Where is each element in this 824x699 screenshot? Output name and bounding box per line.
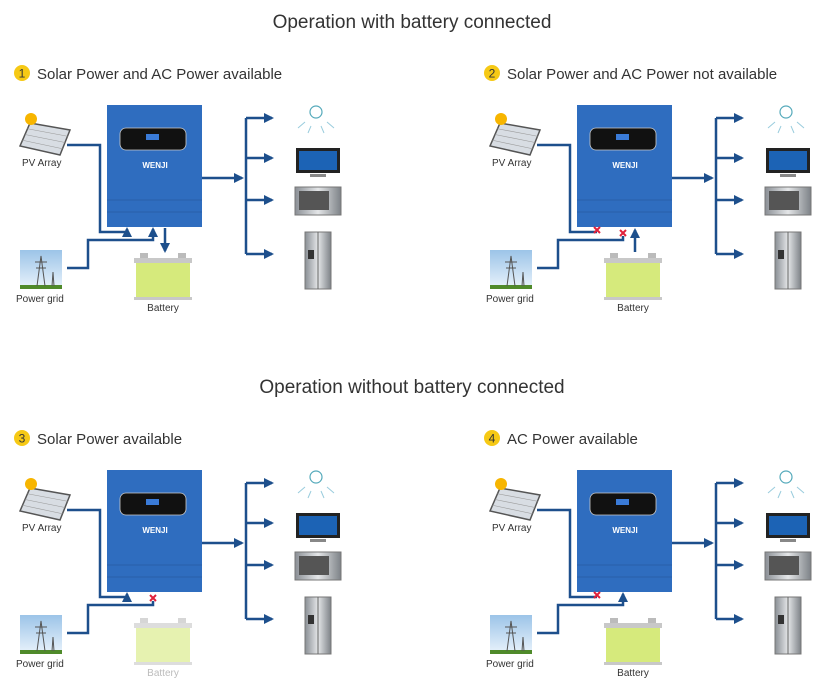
pv-array-label: PV Array (492, 158, 531, 169)
panel-title: Solar Power and AC Power available (37, 66, 282, 83)
light-bulb-icon (767, 105, 805, 134)
number-badge (14, 65, 30, 81)
inverter: WENJI (107, 105, 202, 227)
inverter-body (577, 105, 672, 227)
panel-title: AC Power available (507, 431, 638, 448)
power-grid-icon (490, 615, 532, 654)
lcd-screen (146, 499, 159, 505)
battery-icon (604, 618, 662, 665)
pv-flow-line (537, 508, 597, 599)
sun-icon (495, 113, 507, 125)
blocked-x-icon (593, 591, 601, 599)
lcd-screen (146, 134, 159, 140)
pv-array-label: PV Array (22, 523, 61, 534)
microwave-icon (764, 186, 812, 216)
badge-number: 3 (19, 432, 26, 446)
battery-icon (134, 618, 192, 665)
battery-label: Battery (147, 668, 179, 679)
battery-icon (134, 253, 192, 300)
lcd-screen (616, 499, 629, 505)
grid-flow-line (537, 236, 625, 270)
number-badge (14, 430, 30, 446)
refrigerator-icon (304, 231, 332, 290)
power-grid-icon (20, 615, 62, 654)
pv-array-label: PV Array (492, 523, 531, 534)
power-grid-label: Power grid (16, 659, 64, 670)
light-bulb-icon (297, 470, 335, 499)
grid-flow-line (67, 227, 158, 270)
microwave-icon (764, 551, 812, 581)
power-grid-label: Power grid (486, 659, 534, 670)
solar-panel-icon (488, 478, 542, 521)
power-grid-icon (490, 250, 532, 289)
refrigerator-icon (774, 231, 802, 290)
section-heading-with-battery: Operation with battery connected (273, 12, 552, 33)
inverter-brand-logo: WENJI (142, 526, 167, 535)
sun-icon (25, 478, 37, 490)
badge-number: 1 (19, 67, 26, 81)
power-grid-label: Power grid (486, 294, 534, 305)
inverter-brand-logo: WENJI (142, 161, 167, 170)
blocked-x-icon (619, 229, 627, 237)
battery-label: Battery (617, 303, 649, 314)
sun-icon (25, 113, 37, 125)
battery-icon (604, 253, 662, 300)
light-bulb-icon (767, 470, 805, 499)
inverter-body (107, 470, 202, 592)
microwave-icon (294, 186, 342, 216)
grid-flow-line (537, 592, 628, 635)
mode-panel-2: 2 Solar Power and AC Power not availableP… (484, 65, 812, 314)
battery-label: Battery (617, 668, 649, 679)
blocked-x-icon (593, 226, 601, 234)
badge-number: 2 (489, 67, 496, 81)
solar-panel-icon (488, 113, 542, 156)
panel-title: Solar Power and AC Power not available (507, 66, 777, 83)
inverter: WENJI (577, 105, 672, 227)
panel-title: Solar Power available (37, 431, 182, 448)
inverter: WENJI (577, 470, 672, 592)
number-badge (484, 65, 500, 81)
microwave-icon (294, 551, 342, 581)
refrigerator-icon (774, 596, 802, 655)
tv-icon (296, 513, 340, 542)
inverter-brand-logo: WENJI (612, 161, 637, 170)
number-badge (484, 430, 500, 446)
battery-label: Battery (147, 303, 179, 314)
pv-flow-line (67, 508, 132, 602)
inverter: WENJI (107, 470, 202, 592)
mode-panel-1: 1 Solar Power and AC Power available PV Ar… (14, 65, 342, 314)
solar-panel-icon (18, 478, 72, 521)
pv-flow-line (67, 143, 132, 237)
grid-flow-line (67, 601, 155, 635)
light-bulb-icon (297, 105, 335, 134)
pv-array-label: PV Array (22, 158, 61, 169)
section-heading-without-battery: Operation without battery connected (259, 377, 564, 398)
power-grid-icon (20, 250, 62, 289)
tv-icon (296, 148, 340, 177)
refrigerator-icon (304, 596, 332, 655)
inverter-body (107, 105, 202, 227)
solar-panel-icon (18, 113, 72, 156)
tv-icon (766, 148, 810, 177)
tv-icon (766, 513, 810, 542)
inverter-brand-logo: WENJI (612, 526, 637, 535)
lcd-screen (616, 134, 629, 140)
blocked-x-icon (149, 594, 157, 602)
sun-icon (495, 478, 507, 490)
badge-number: 4 (489, 432, 496, 446)
inverter-body (577, 470, 672, 592)
pv-flow-line (537, 143, 597, 234)
power-grid-label: Power grid (16, 294, 64, 305)
